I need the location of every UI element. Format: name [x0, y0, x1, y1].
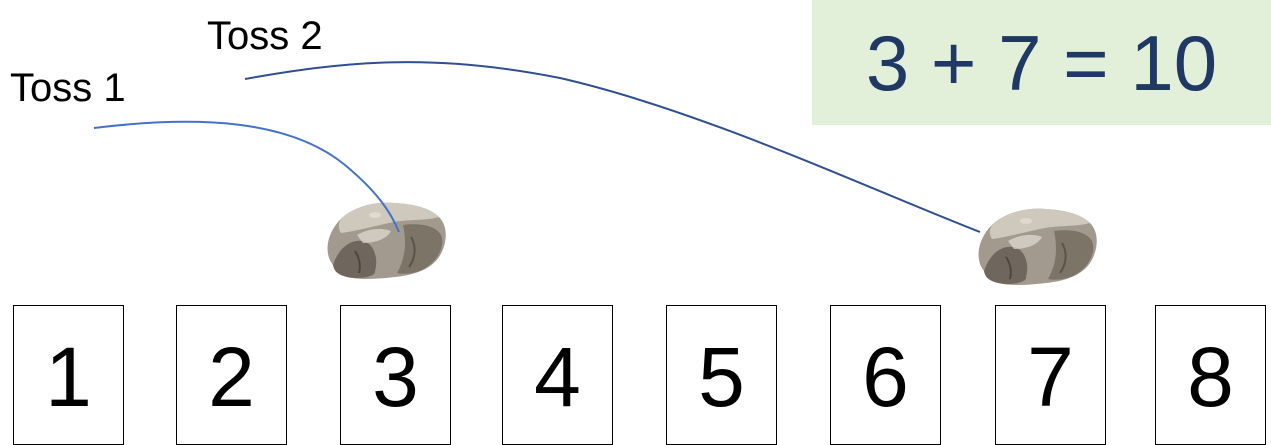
box-number: 3 [372, 335, 419, 419]
number-box-2: 2 [176, 305, 287, 445]
box-number: 7 [1027, 335, 1074, 419]
equation-box: 3 + 7 = 10 [812, 0, 1271, 125]
number-box-4: 4 [502, 305, 613, 445]
number-box-5: 5 [666, 305, 777, 445]
toss-2-label: Toss 2 [207, 16, 323, 56]
box-number: 6 [862, 335, 909, 419]
rock-icon [328, 203, 446, 279]
equation-text: 3 + 7 = 10 [866, 24, 1217, 102]
number-box-3: 3 [340, 305, 451, 445]
toss-1-label: Toss 1 [10, 68, 126, 108]
box-number: 1 [45, 335, 92, 419]
rock-icon [979, 209, 1097, 285]
number-box-6: 6 [830, 305, 941, 445]
box-number: 2 [208, 335, 255, 419]
box-number: 4 [534, 335, 581, 419]
number-box-8: 8 [1155, 305, 1266, 445]
box-number: 8 [1187, 335, 1234, 419]
number-box-1: 1 [13, 305, 124, 445]
number-boxes: 1 2 3 4 5 6 7 8 [10, 305, 1271, 438]
box-number: 5 [698, 335, 745, 419]
number-box-7: 7 [995, 305, 1106, 445]
